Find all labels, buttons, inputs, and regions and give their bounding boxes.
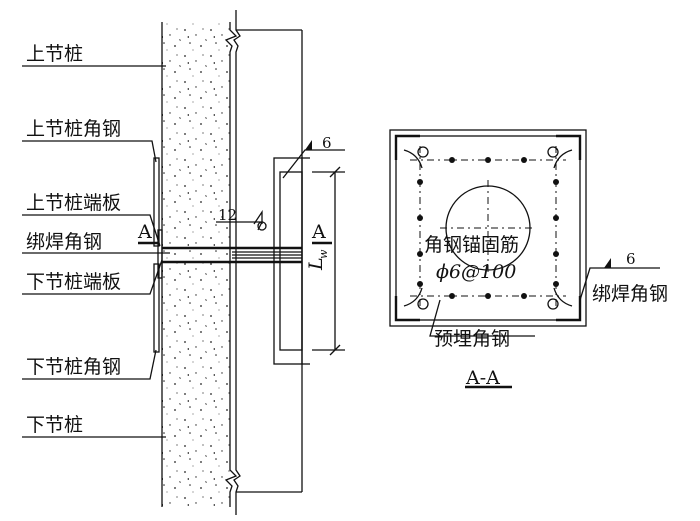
- lower-angle-steel: [153, 263, 160, 353]
- svg-text:w: w: [317, 249, 330, 259]
- section-mark-a-left: A: [137, 221, 152, 243]
- binding-angle-left: [157, 229, 163, 279]
- left-leaders: [22, 65, 170, 438]
- label-upper-pile: 上节桩: [26, 43, 83, 65]
- weld-leader-6: [282, 149, 345, 179]
- label-upper-end-plate: 上节桩端板: [26, 192, 121, 214]
- weld-size-6: 6: [322, 134, 332, 152]
- upper-angle-steel: [153, 157, 160, 247]
- pile-elevation: [138, 10, 345, 515]
- section-aa: [389, 129, 660, 389]
- weld-size-12: 12: [218, 206, 237, 224]
- section-outline: [389, 129, 587, 327]
- embedded-angle-leader: [429, 299, 535, 337]
- label-binding-angle: 绑焊角钢: [26, 231, 102, 253]
- svg-text:L: L: [305, 257, 327, 271]
- section-title: A-A: [465, 367, 500, 389]
- binding-angle-leader: [579, 267, 660, 301]
- label-lower-pile-angle: 下节桩角钢: [26, 356, 121, 378]
- rebar-dots: [417, 157, 559, 299]
- concrete-hatch: [162, 22, 230, 507]
- section-weld-size-6: 6: [626, 250, 636, 268]
- label-anchor-rebar: 角钢锚固筋: [424, 234, 519, 256]
- label-lower-end-plate: 下节桩端板: [26, 271, 121, 293]
- anchor-rebars: [403, 146, 573, 310]
- label-binding-angle-section: 绑焊角钢: [592, 283, 668, 305]
- label-lower-pile: 下节桩: [26, 414, 83, 436]
- section-mark-a-right: A: [311, 221, 326, 243]
- length-label: L w: [305, 249, 330, 271]
- label-rebar-spec: ϕ6@100: [436, 261, 516, 283]
- label-upper-pile-angle: 上节桩角钢: [26, 118, 121, 140]
- label-embedded-angle: 预埋角钢: [434, 328, 510, 350]
